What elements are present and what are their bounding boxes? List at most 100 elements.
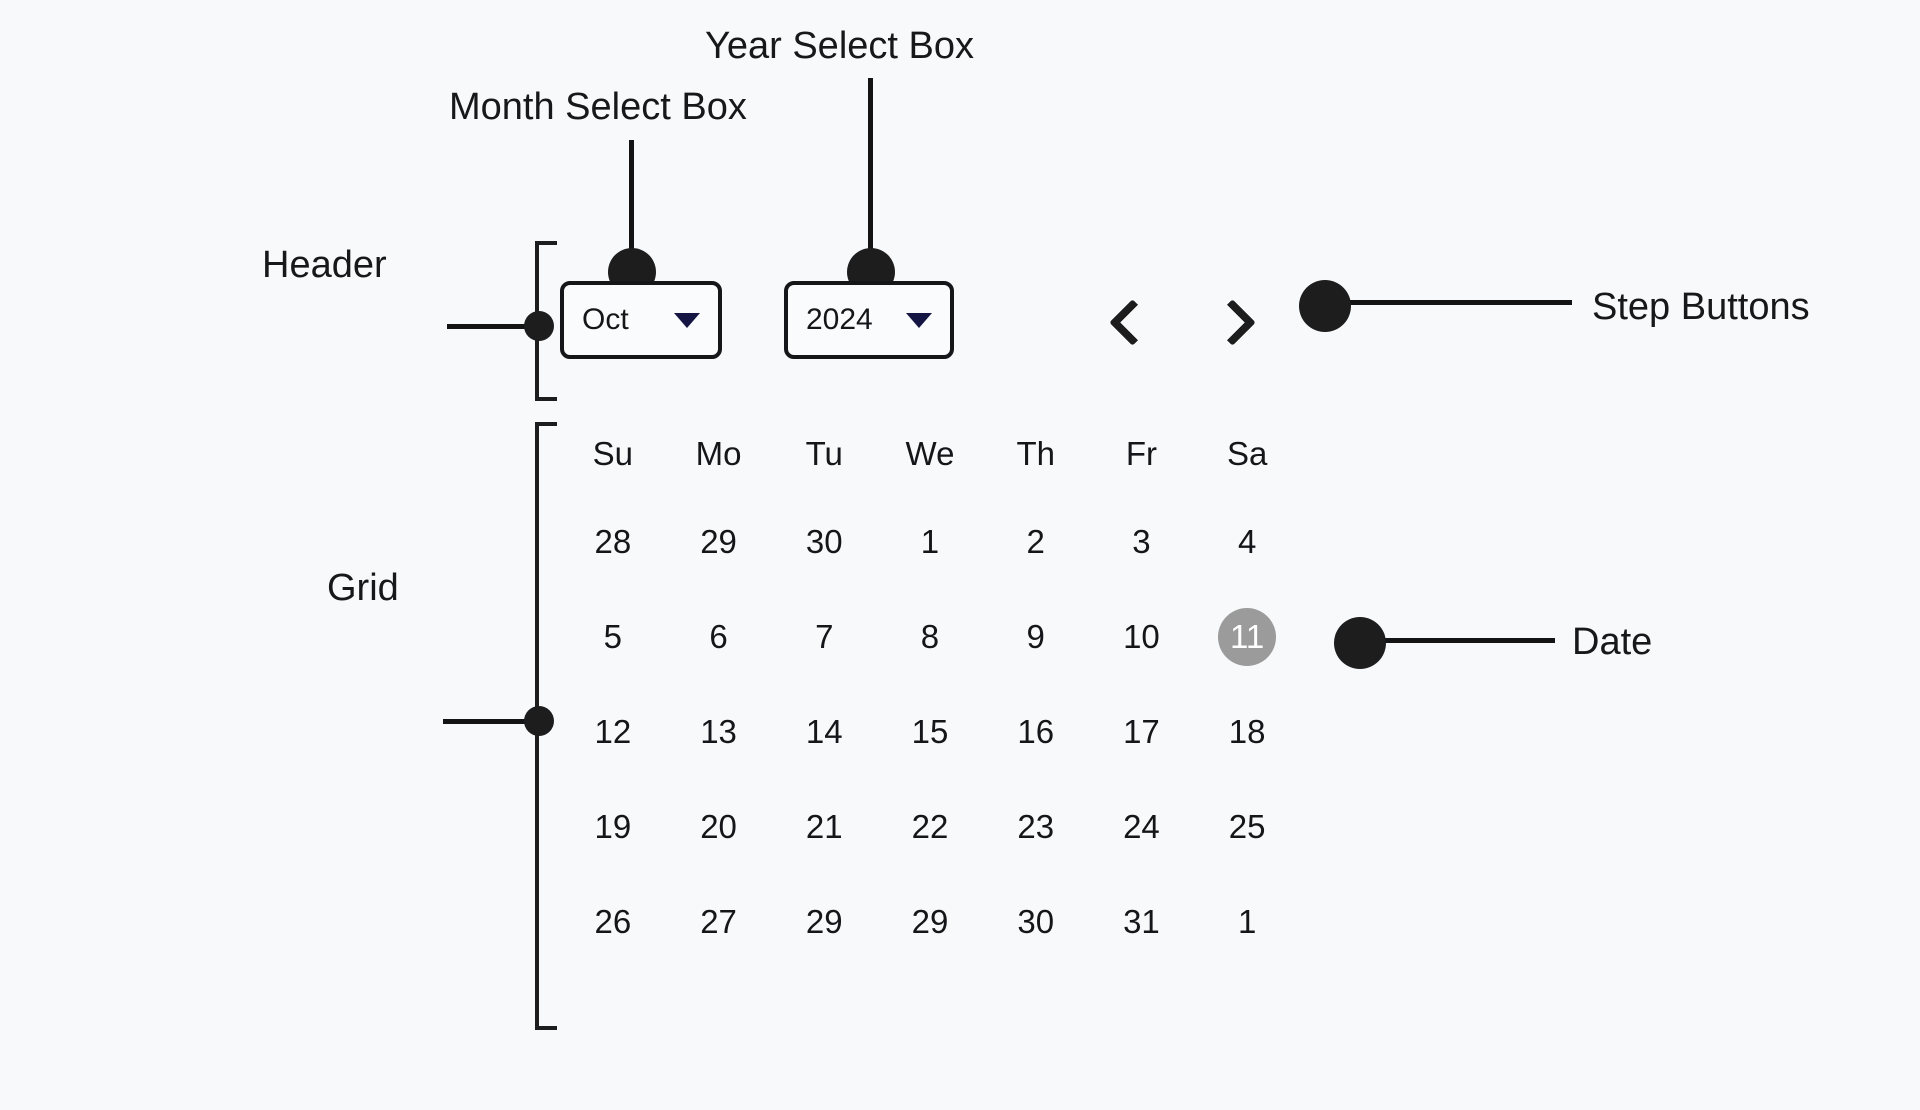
calendar-day-label: 16 [1017,712,1055,750]
calendar-day[interactable]: 2 [983,494,1089,589]
calendar-day-label: 8 [920,617,940,655]
calendar-day[interactable]: 29 [771,874,877,969]
calendar-day[interactable]: 17 [1089,684,1195,779]
month-select-box[interactable]: Oct [560,281,722,359]
calendar-day[interactable]: 10 [1089,589,1195,684]
calendar-day[interactable]: 30 [983,874,1089,969]
calendar-day-label: 12 [594,712,632,750]
calendar-day[interactable]: 19 [560,779,666,874]
calendar-day-label: 1 [1237,902,1257,940]
annotation-label-month-select-box: Month Select Box [449,86,747,128]
calendar-day-label: 29 [911,902,949,940]
calendar-day-label: 11 [1218,607,1277,666]
calendar-day[interactable]: 15 [877,684,983,779]
chevron-left-icon[interactable] [1110,303,1144,337]
calendar-day[interactable]: 16 [983,684,1089,779]
calendar-day[interactable]: 20 [666,779,772,874]
calendar-day[interactable]: 31 [1089,874,1195,969]
leader-line-header [447,324,537,329]
calendar-day[interactable]: 4 [1194,494,1300,589]
calendar-day[interactable]: 29 [877,874,983,969]
calendar-day-label: 10 [1123,617,1160,655]
calendar-day[interactable]: 21 [771,779,877,874]
weekday-header: Fr [1125,435,1157,472]
month-select-value: Oct [582,303,629,336]
calendar-day-label: 15 [911,712,949,750]
leader-dot-step-buttons [1299,280,1351,332]
calendar-day-label: 30 [805,522,843,560]
year-select-value: 2024 [806,303,873,336]
calendar-day-label: 9 [1026,617,1045,655]
calendar-day-label: 5 [603,617,623,655]
calendar-day[interactable]: 3 [1089,494,1195,589]
leader-line-grid [443,719,537,724]
weekday-header: Sa [1226,435,1268,472]
calendar-day-selected[interactable]: 11 [1194,589,1300,684]
calendar-day[interactable]: 9 [983,589,1089,684]
leader-line-month-select [629,140,634,264]
calendar-day-label: 6 [709,617,728,655]
calendar-day[interactable]: 13 [666,684,772,779]
calendar-day[interactable]: 5 [560,589,666,684]
chevron-down-icon [674,312,700,328]
calendar-day-label: 30 [1017,902,1055,940]
calendar-day-label: 26 [594,902,632,940]
calendar-day-label: 20 [700,807,737,845]
calendar-day[interactable]: 6 [666,589,772,684]
calendar-day-label: 28 [594,522,632,560]
calendar-day-label: 7 [815,617,834,655]
year-select-box[interactable]: 2024 [784,281,954,359]
bracket-header [535,241,557,401]
calendar-day-label: 27 [700,902,737,940]
weekday-header: Su [592,435,634,472]
annotation-label-grid: Grid [327,567,399,609]
chevron-right-icon[interactable] [1214,303,1248,337]
annotation-label-year-select-box: Year Select Box [705,25,974,67]
chevron-down-icon [906,312,932,328]
calendar-day[interactable]: 1 [1194,874,1300,969]
calendar-day[interactable]: 25 [1194,779,1300,874]
calendar-day[interactable]: 7 [771,589,877,684]
calendar-day[interactable]: 30 [771,494,877,589]
calendar-day-label: 22 [911,807,949,845]
weekday-header: Mo [695,435,742,472]
calendar-day-label: 23 [1017,807,1055,845]
annotation-label-header: Header [262,244,387,286]
calendar-header: Oct 2024 [560,240,1300,400]
calendar-day-label: 17 [1123,712,1160,750]
calendar-day[interactable]: 18 [1194,684,1300,779]
leader-dot-header [524,311,554,341]
leader-line-date [1360,638,1555,643]
calendar-day[interactable]: 22 [877,779,983,874]
annotation-label-date: Date [1572,621,1653,663]
calendar-day[interactable]: 27 [666,874,772,969]
calendar-day[interactable]: 8 [877,589,983,684]
calendar-day-label: 2 [1026,522,1045,560]
calendar-day[interactable]: 29 [666,494,772,589]
calendar-day[interactable]: 14 [771,684,877,779]
calendar-day[interactable]: 12 [560,684,666,779]
calendar-day-label: 4 [1237,522,1257,560]
calendar-day-label: 19 [594,807,632,845]
calendar-day-label: 1 [920,522,940,560]
calendar-day-label: 13 [700,712,737,750]
step-buttons-group [1110,303,1248,337]
calendar-day-label: 31 [1123,902,1160,940]
calendar-day[interactable]: 24 [1089,779,1195,874]
calendar-day-label: 18 [1228,712,1266,750]
calendar-day[interactable]: 1 [877,494,983,589]
leader-dot-grid [524,706,554,736]
bracket-grid [535,422,557,1030]
calendar-day-label: 24 [1123,807,1160,845]
calendar-day-label: 3 [1132,522,1151,560]
calendar-day[interactable]: 28 [560,494,666,589]
calendar-day[interactable]: 23 [983,779,1089,874]
calendar-day-label: 29 [700,522,737,560]
calendar-day-label: 21 [805,807,843,845]
calendar-day[interactable]: 26 [560,874,666,969]
weekday-header: Tu [805,435,843,472]
weekday-header: We [905,435,955,472]
